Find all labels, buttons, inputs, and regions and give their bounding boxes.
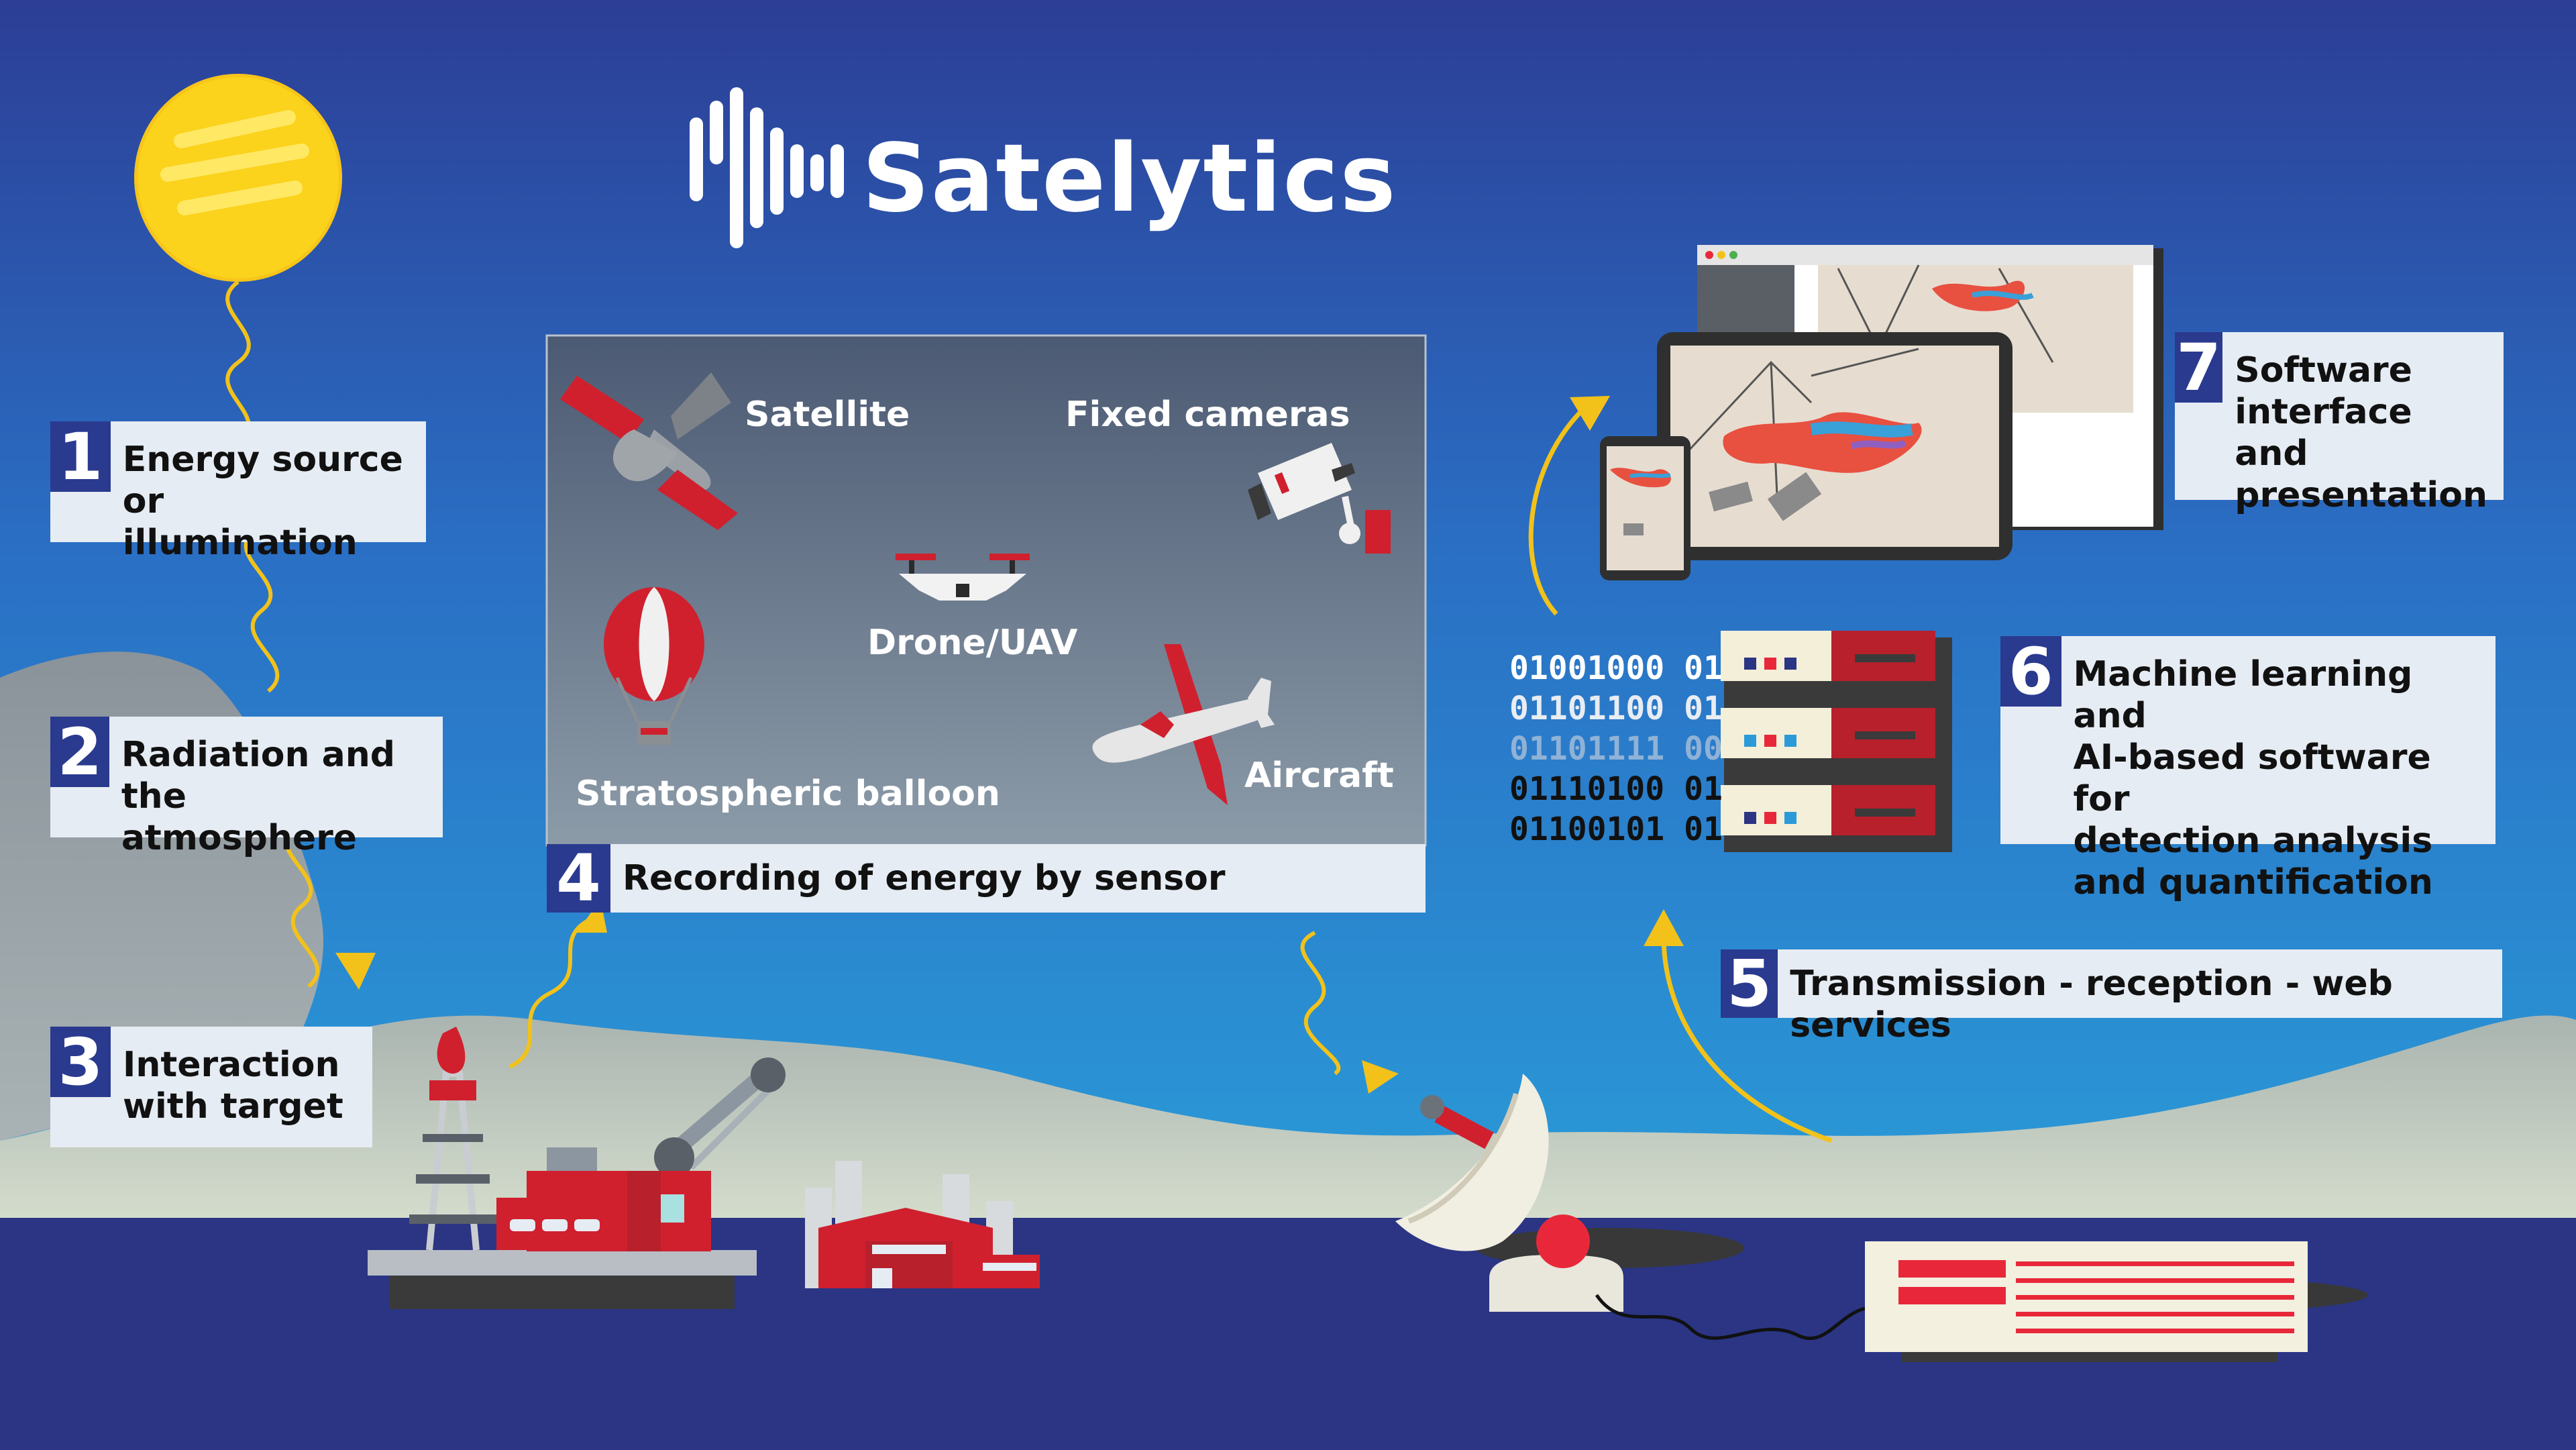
ground-station-icon xyxy=(1865,1241,2368,1362)
binary-row: 01110100 01 xyxy=(1509,770,1723,808)
satellite-dish-icon xyxy=(1395,1074,1866,1341)
logo-text: Satelytics xyxy=(862,124,1397,234)
step-4-number: 4 xyxy=(547,844,610,913)
sensor-satellite-label: Satellite xyxy=(745,395,910,435)
step-2-label: 2 Radiation and the atmosphere xyxy=(50,717,443,858)
devices-icon xyxy=(1600,245,2163,580)
step-5-text: Transmission - reception - web services xyxy=(1790,964,2393,1045)
binary-row: 01101111 00 xyxy=(1509,730,1723,768)
step-1-text: Energy source or illumination xyxy=(122,439,403,563)
step-6-number: 6 xyxy=(2000,636,2061,707)
step-7-text: Software interface and presentation xyxy=(2235,350,2487,515)
satellite-icon xyxy=(560,372,738,530)
step-4-label: 4 Recording of energy by sensor xyxy=(547,844,1426,913)
step-3-label: 3 Interaction with target xyxy=(50,1027,372,1147)
drone-icon xyxy=(896,554,1030,601)
step-1-label: 1 Energy source or illumination xyxy=(50,421,426,563)
hills xyxy=(0,1015,2576,1221)
binary-row: 01101100 01 xyxy=(1509,690,1723,727)
binary-row: 01100101 01 xyxy=(1509,811,1723,848)
step-2-text: Radiation and the atmosphere xyxy=(121,735,395,858)
step-1-number: 1 xyxy=(50,421,111,492)
sensor-balloon-label: Stratospheric balloon xyxy=(576,774,1000,814)
step-7-label: 7 Software interface and presentation xyxy=(2175,332,2504,515)
sensor-aircraft-label: Aircraft xyxy=(1244,756,1394,796)
binary-row: 01001000 01 xyxy=(1509,650,1723,687)
server-stack-icon xyxy=(1721,631,1952,852)
step-3-text: Interaction with target xyxy=(123,1045,343,1127)
step-2-number: 2 xyxy=(50,717,109,787)
oil-rig-icon xyxy=(368,1027,786,1309)
step-6-text: Machine learning and AI-based software f… xyxy=(2073,654,2433,902)
sun-icon xyxy=(134,74,342,282)
sensor-drone-label: Drone/UAV xyxy=(867,623,1078,663)
step-7-number: 7 xyxy=(2175,332,2223,403)
fixed-camera-icon xyxy=(1248,443,1391,554)
step-5-label: 5 Transmission - reception - web service… xyxy=(1721,949,2502,1045)
step-6-label: 6 Machine learning and AI-based software… xyxy=(2000,636,2496,902)
factory-icon xyxy=(805,1161,1040,1288)
balloon-icon xyxy=(604,587,704,745)
aircraft-icon xyxy=(1092,644,1275,805)
energy-wave xyxy=(225,280,320,988)
step-4-text: Recording of energy by sensor xyxy=(623,858,1226,898)
sensor-fixed-cameras-label: Fixed cameras xyxy=(1065,395,1350,435)
step-5-number: 5 xyxy=(1721,949,1778,1018)
step-3-number: 3 xyxy=(50,1027,111,1097)
logo-mark-icon xyxy=(690,87,844,248)
